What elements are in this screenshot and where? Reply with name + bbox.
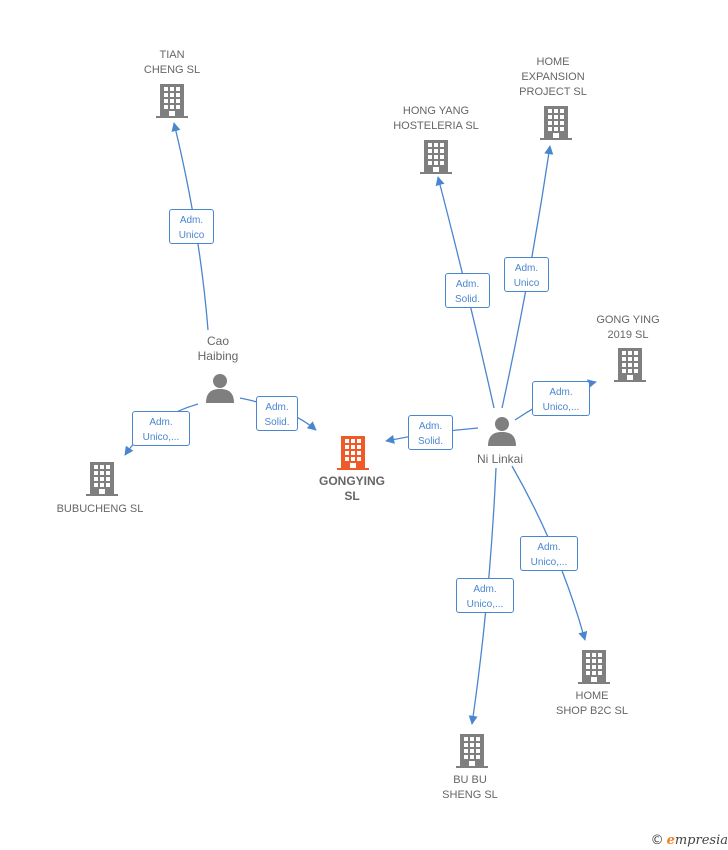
building-icon[interactable] — [540, 106, 572, 140]
copyright-icon: © — [650, 833, 664, 848]
edge-label-ni-homeexp[interactable]: Adm. Unico — [504, 257, 549, 292]
edge-label-ni-homeshop[interactable]: Adm. Unico,... — [520, 536, 578, 571]
edge-label-ni-gongying2019[interactable]: Adm. Unico,... — [532, 381, 590, 416]
brand-name: mpresia — [674, 833, 728, 848]
building-icon[interactable] — [156, 84, 188, 118]
node-label-gongying[interactable]: GONGYING SL — [318, 474, 385, 503]
edge-label-cao-gongying[interactable]: Adm. Solid. — [256, 396, 298, 431]
building-icon[interactable] — [86, 462, 118, 496]
edge-label-cao-bubucheng[interactable]: Adm. Unico,... — [132, 411, 190, 446]
node-label-home-expansion[interactable]: HOME EXPANSION PROJECT SL — [519, 56, 587, 98]
node-label-ni-linkai[interactable]: Ni Linkai — [476, 452, 524, 466]
edge-label-ni-hongyang[interactable]: Adm. Solid. — [445, 273, 490, 308]
node-label-tian-cheng[interactable]: TIAN CHENG SL — [143, 49, 201, 76]
empresia-watermark: ©empresia — [651, 833, 728, 848]
building-icon[interactable] — [614, 348, 646, 382]
building-icon[interactable] — [420, 140, 452, 174]
edge-label-ni-bubusheng[interactable]: Adm. Unico,... — [456, 578, 514, 613]
node-label-hong-yang[interactable]: HONG YANG HOSTELERIA SL — [393, 105, 479, 132]
node-label-cao-haibing[interactable]: Cao Haibing — [197, 334, 239, 363]
edge-label-ni-gongying[interactable]: Adm. Solid. — [408, 415, 453, 450]
node-label-home-shop[interactable]: HOME SHOP B2C SL — [556, 690, 628, 717]
building-icon[interactable] — [337, 436, 369, 470]
edge-label-cao-tian[interactable]: Adm. Unico — [169, 209, 214, 244]
person-icon[interactable] — [206, 374, 234, 403]
building-icon[interactable] — [578, 650, 610, 684]
node-label-bu-bu-sheng[interactable]: BU BU SHENG SL — [442, 774, 498, 801]
building-icon[interactable] — [456, 734, 488, 768]
person-icon[interactable] — [488, 417, 516, 446]
node-label-gong-ying-2019[interactable]: GONG YING 2019 SL — [596, 314, 660, 341]
brand-initial: e — [666, 833, 675, 848]
node-label-bubucheng[interactable]: BUBUCHENG SL — [56, 503, 144, 515]
